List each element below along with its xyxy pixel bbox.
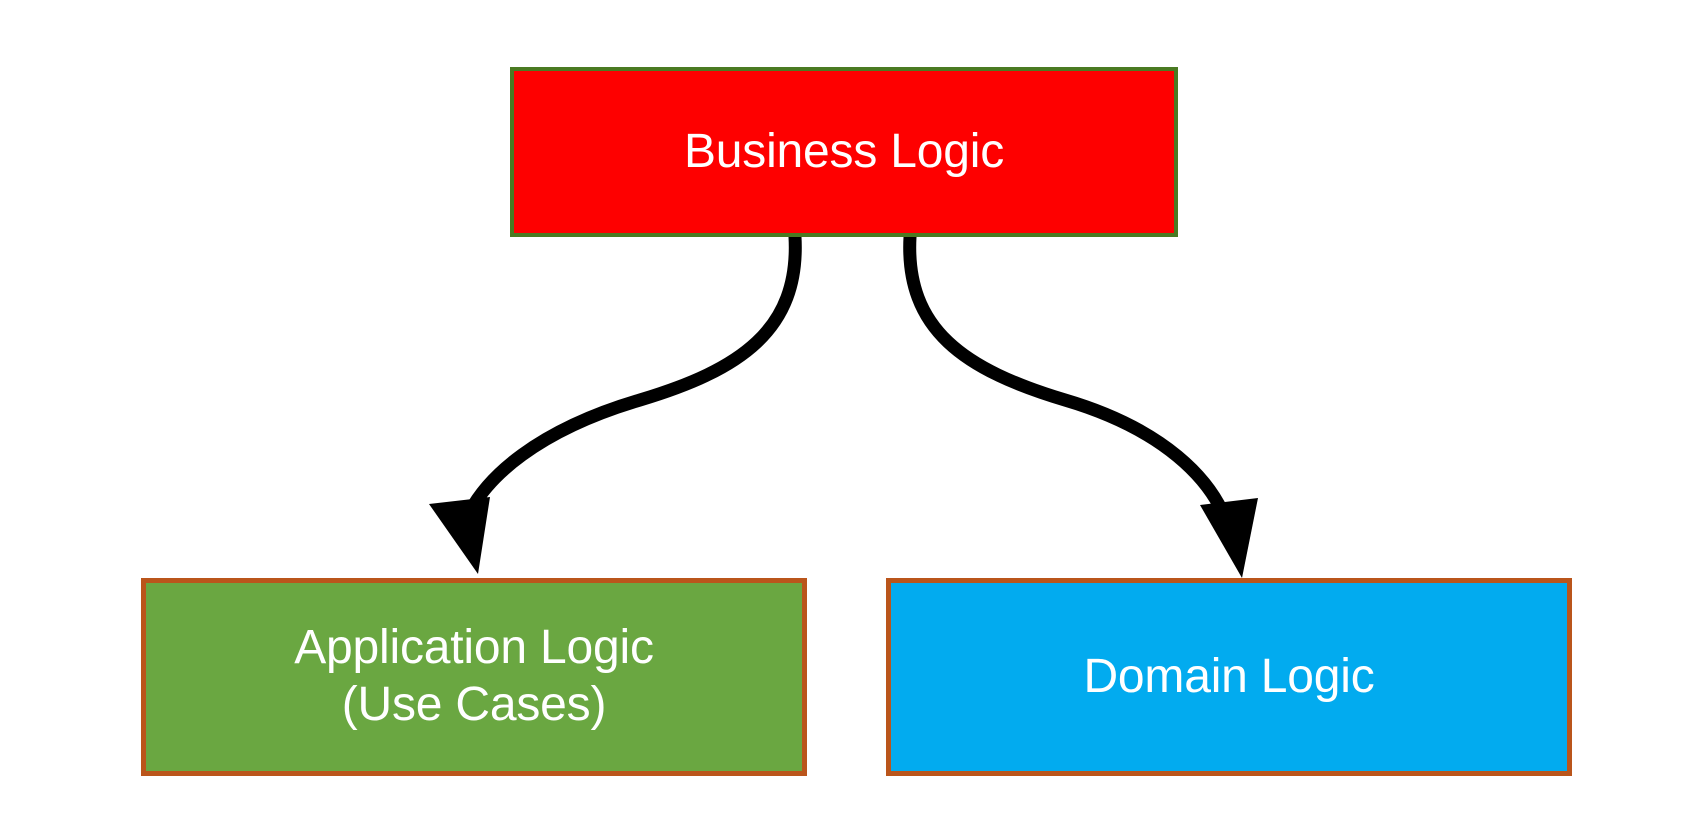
edge-business-to-application-arrowhead — [429, 497, 490, 574]
edge-business-to-domain-path — [903, 230, 1237, 539]
node-domain-logic-label: Domain Logic — [1083, 649, 1375, 703]
edge-business-to-application — [429, 230, 802, 574]
node-business-logic[interactable]: Business Logic — [510, 67, 1178, 237]
edge-business-to-domain — [903, 230, 1258, 578]
node-application-logic-label: Application Logic (Use Cases) — [294, 621, 654, 731]
node-domain-logic[interactable]: Domain Logic — [886, 578, 1572, 776]
node-application-logic[interactable]: Application Logic (Use Cases) — [141, 578, 807, 776]
node-business-logic-label: Business Logic — [683, 124, 1005, 178]
edge-business-to-domain-arrowhead — [1200, 498, 1258, 578]
edge-business-to-application-path — [455, 230, 802, 537]
